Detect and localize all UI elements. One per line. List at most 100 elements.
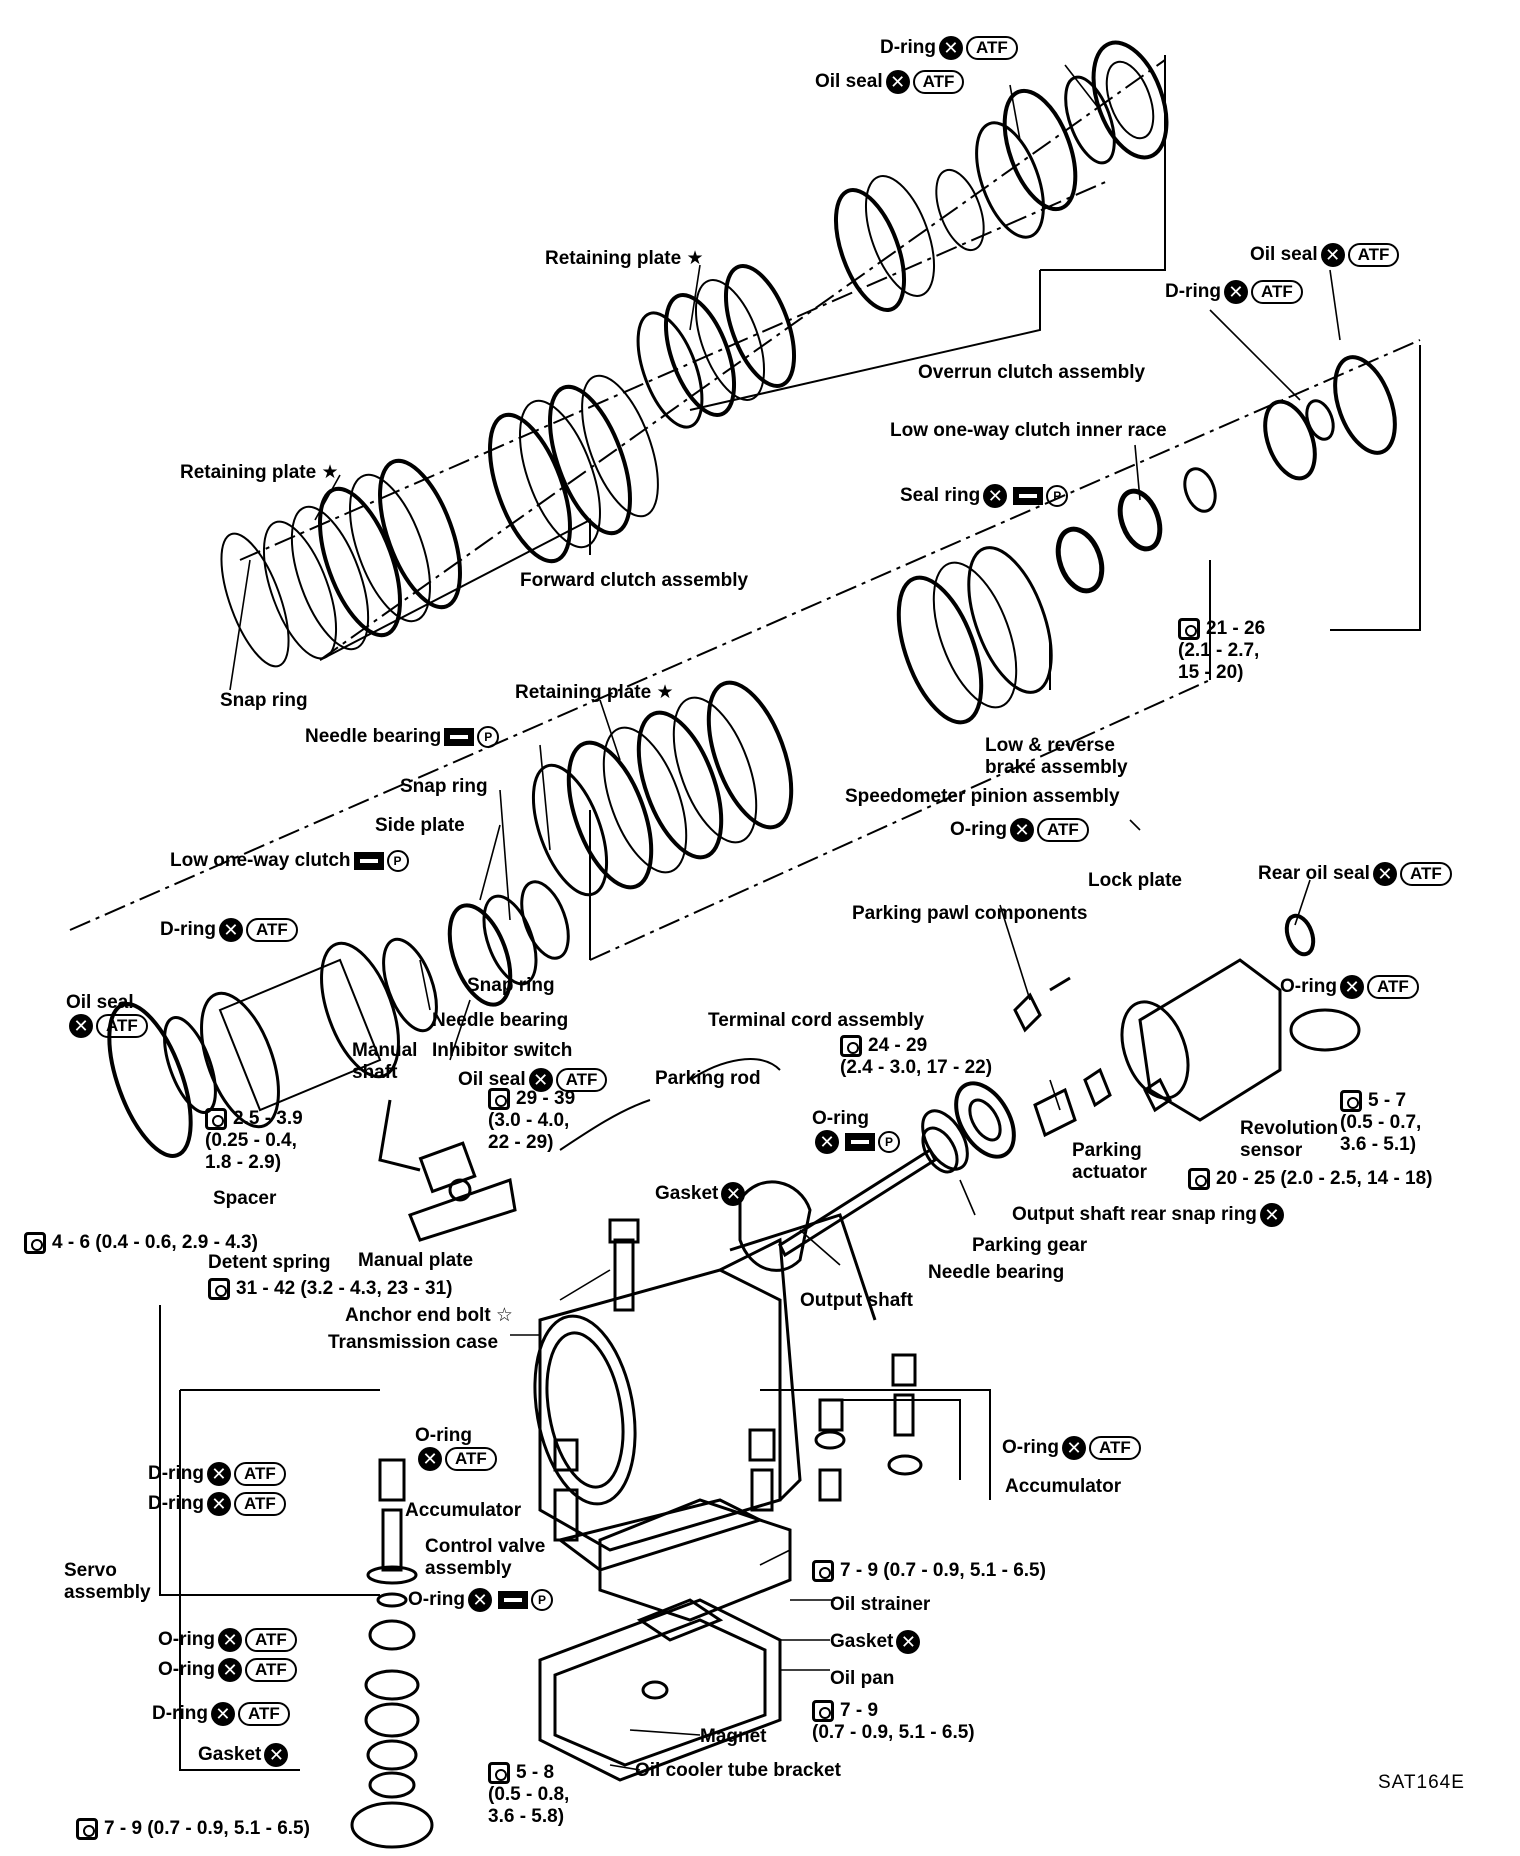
torque-icon — [208, 1278, 230, 1300]
label-torque-24: 24 - 29 (2.4 - 3.0, 17 - 22) — [840, 1035, 993, 1079]
x-icon: ✕ — [210, 1702, 235, 1726]
label-torque-5-7: 5 - 7 (0.5 - 0.7, 3.6 - 5.1) — [1340, 1090, 1422, 1156]
torque-icon — [488, 1762, 510, 1784]
manual-shaft-drawing — [378, 1058, 781, 1242]
label-torque-4-6: 4 - 6 (0.4 - 0.6, 2.9 - 4.3) — [24, 1232, 258, 1254]
atf-badge: ATF — [555, 1068, 608, 1092]
forward-clutch-pack — [220, 374, 659, 668]
label-top-dring: D-ring✕ATF — [880, 36, 1018, 60]
grease-icon — [444, 728, 475, 746]
label-snap-ring-mid: Snap ring — [400, 776, 488, 797]
label-gasket-mid: Gasket✕ — [830, 1630, 923, 1654]
label-torque-31: 31 - 42 (3.2 - 4.3, 23 - 31) — [208, 1278, 453, 1300]
control-valve-drawing — [538, 1498, 792, 1782]
x-icon: ✕ — [264, 1743, 289, 1767]
label-oil-cooler: Oil cooler tube bracket — [635, 1760, 841, 1781]
label-control-valve: Control valve assembly — [425, 1536, 546, 1579]
label-parking-rod: Parking rod — [655, 1068, 761, 1089]
label-gasket-servo: Gasket✕ — [198, 1743, 291, 1767]
p-badge: P — [878, 1131, 900, 1153]
atf-badge: ATF — [237, 1702, 290, 1726]
label-top-oilseal: Oil seal✕ATF — [815, 70, 965, 94]
label-torque-21: 21 - 26 (2.1 - 2.7, 15 - 20) — [1178, 618, 1266, 684]
atf-badge: ATF — [245, 1628, 297, 1652]
atf-badge: ATF — [96, 1014, 148, 1038]
atf-badge: ATF — [233, 1462, 286, 1486]
x-icon: ✕ — [1372, 862, 1397, 886]
label-right-oilseal: Oil seal✕ATF — [1250, 243, 1400, 267]
parking-pawl-drawing — [1013, 976, 1172, 1138]
label-inhibitor-switch: Inhibitor switch — [432, 1040, 573, 1061]
torque-icon — [488, 1088, 510, 1110]
atf-badge: ATF — [245, 1658, 297, 1682]
label-manual-shaft: Manual shaft — [352, 1040, 418, 1083]
x-icon: ✕ — [1259, 1203, 1284, 1227]
servo-drawing — [350, 1458, 434, 1849]
torque-icon — [812, 1560, 834, 1582]
label-low-oneway-inner: Low one-way clutch inner race — [890, 420, 1167, 441]
label-torque-2-5: 2.5 - 3.9 (0.25 - 0.4, 1.8 - 2.9) — [205, 1108, 303, 1174]
x-icon: ✕ — [1320, 243, 1345, 267]
x-icon: ✕ — [468, 1588, 492, 1612]
x-icon: ✕ — [528, 1068, 553, 1092]
atf-badge: ATF — [912, 70, 965, 94]
label-snap-ring-low: Snap ring — [467, 975, 555, 996]
atf-badge: ATF — [1347, 243, 1400, 267]
label-retaining-plate-mid: Retaining plate ★ — [515, 682, 674, 703]
x-icon: ✕ — [885, 70, 910, 94]
label-oring-cv: O-ring✕P — [408, 1588, 553, 1612]
torque-icon — [1340, 1090, 1362, 1112]
label-dring-servo3: D-ring✕ATF — [152, 1702, 290, 1726]
label-overrun-clutch: Overrun clutch assembly — [918, 362, 1146, 383]
transmission-case-drawing — [533, 1213, 877, 1572]
torque-icon — [840, 1035, 862, 1057]
label-oil-seal-mid: Oil seal✕ATF — [458, 1068, 608, 1092]
x-icon: ✕ — [983, 484, 1008, 508]
x-icon: ✕ — [1340, 975, 1364, 999]
x-icon: ✕ — [218, 1658, 242, 1682]
label-oil-seal-left: Oil seal✕ATF — [66, 992, 148, 1038]
label-anchor-bolt: Anchor end bolt ☆ — [345, 1305, 513, 1326]
label-oring-case: O-ring✕ATF — [415, 1425, 497, 1471]
x-icon: ✕ — [815, 1130, 839, 1154]
x-icon: ✕ — [1223, 280, 1248, 304]
label-oring-right: O-ring✕ATF — [1280, 975, 1419, 999]
label-seal-ring: Seal ring✕P — [900, 484, 1069, 508]
label-accumulator-right: Accumulator — [1005, 1476, 1122, 1497]
label-output-snap-ring: Output shaft rear snap ring✕ — [1012, 1203, 1287, 1227]
label-low-reverse: Low & reverse brake assembly — [985, 735, 1128, 778]
label-snap-ring-left: Snap ring — [220, 690, 308, 711]
x-icon: ✕ — [418, 1447, 442, 1471]
grease-icon — [498, 1591, 528, 1609]
x-icon: ✕ — [206, 1492, 231, 1516]
label-oil-strainer: Oil strainer — [830, 1594, 931, 1615]
p-badge: P — [477, 726, 500, 748]
atf-badge: ATF — [233, 1492, 286, 1516]
atf-badge: ATF — [1250, 280, 1303, 304]
label-servo-assembly: Servo assembly — [64, 1560, 151, 1603]
p-badge: P — [531, 1589, 553, 1611]
grease-icon — [845, 1133, 875, 1151]
p-badge: P — [386, 850, 409, 872]
label-rear-oil-seal: Rear oil seal✕ATF — [1258, 862, 1452, 886]
label-gasket-top: Gasket✕ — [655, 1182, 748, 1206]
label-oring-right-low: O-ring✕ATF — [1002, 1436, 1141, 1460]
label-output-shaft: Output shaft — [800, 1290, 913, 1311]
label-oil-pan: Oil pan — [830, 1668, 895, 1689]
x-icon: ✕ — [69, 1014, 93, 1038]
x-icon: ✕ — [218, 918, 243, 942]
torque-icon — [1188, 1168, 1210, 1190]
label-parking-gear: Parking gear — [972, 1235, 1088, 1256]
x-icon: ✕ — [721, 1182, 746, 1206]
grease-icon — [1013, 487, 1044, 505]
label-transmission-case: Transmission case — [328, 1332, 499, 1353]
torque-icon — [76, 1818, 98, 1840]
label-accumulator-left: Accumulator — [405, 1500, 522, 1521]
label-right-dring: D-ring✕ATF — [1165, 280, 1303, 304]
label-side-plate: Side plate — [375, 815, 465, 836]
low-reverse-pack — [531, 355, 1397, 897]
p-badge: P — [1046, 485, 1069, 507]
